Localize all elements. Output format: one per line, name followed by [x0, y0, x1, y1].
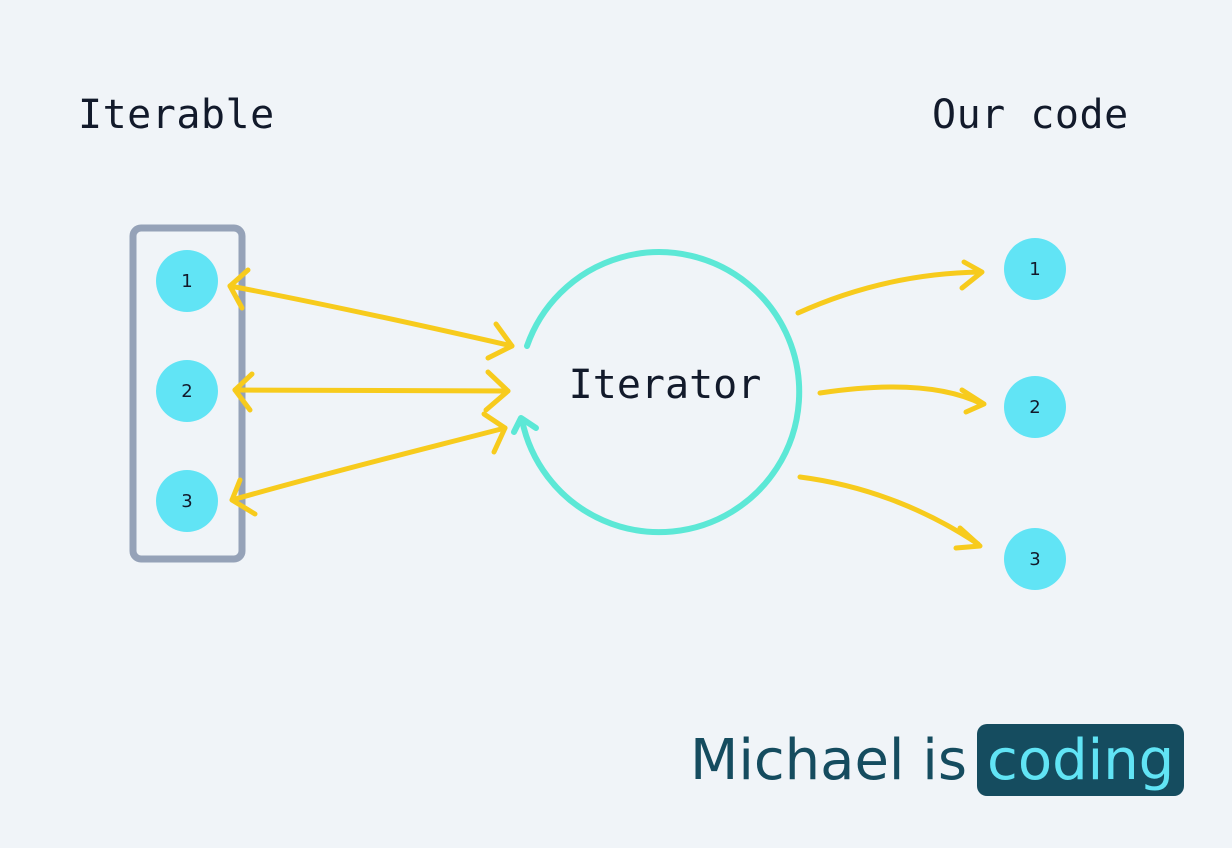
arrow-item-1-head: [227, 267, 251, 311]
iterable-heading: Iterable: [78, 92, 275, 138]
arrow-to-output-3: [797, 474, 981, 547]
arrow-iterator-to-item-2: [232, 387, 511, 394]
arrow-item-2-head: [232, 371, 255, 413]
output-item-2: 2: [1004, 376, 1066, 438]
arrow-output-2-head: [959, 387, 987, 415]
arrow-item-3-head: [229, 477, 258, 517]
brand-logo: Michael is coding: [690, 722, 1185, 798]
arrow-to-output-2: [817, 384, 985, 407]
brand-highlight: coding: [977, 724, 1185, 796]
brand-prefix: Michael is: [690, 727, 968, 793]
arrow-iterator-3-head: [481, 411, 508, 455]
iterator-circle-arrowhead: [511, 415, 539, 435]
arrow-to-output-1: [795, 269, 983, 316]
iterable-item-3: 3: [156, 470, 218, 532]
iterable-item-1: 1: [156, 250, 218, 312]
output-item-3: 3: [1004, 528, 1066, 590]
arrow-iterator-to-item-1: [227, 283, 515, 349]
arrow-iterator-1-head: [485, 321, 515, 361]
our-code-heading: Our code: [932, 92, 1129, 138]
iterator-label: Iterator: [568, 362, 762, 408]
arrow-iterator-to-item-3: [229, 425, 508, 503]
iterable-item-2: 2: [156, 360, 218, 422]
arrow-output-1-head: [959, 259, 985, 291]
output-item-1: 1: [1004, 238, 1066, 300]
arrow-output-3-head: [953, 525, 983, 551]
iterable-container: [129, 224, 246, 563]
arrow-iterator-2-head: [483, 369, 511, 413]
iterator-circle: [519, 249, 803, 536]
